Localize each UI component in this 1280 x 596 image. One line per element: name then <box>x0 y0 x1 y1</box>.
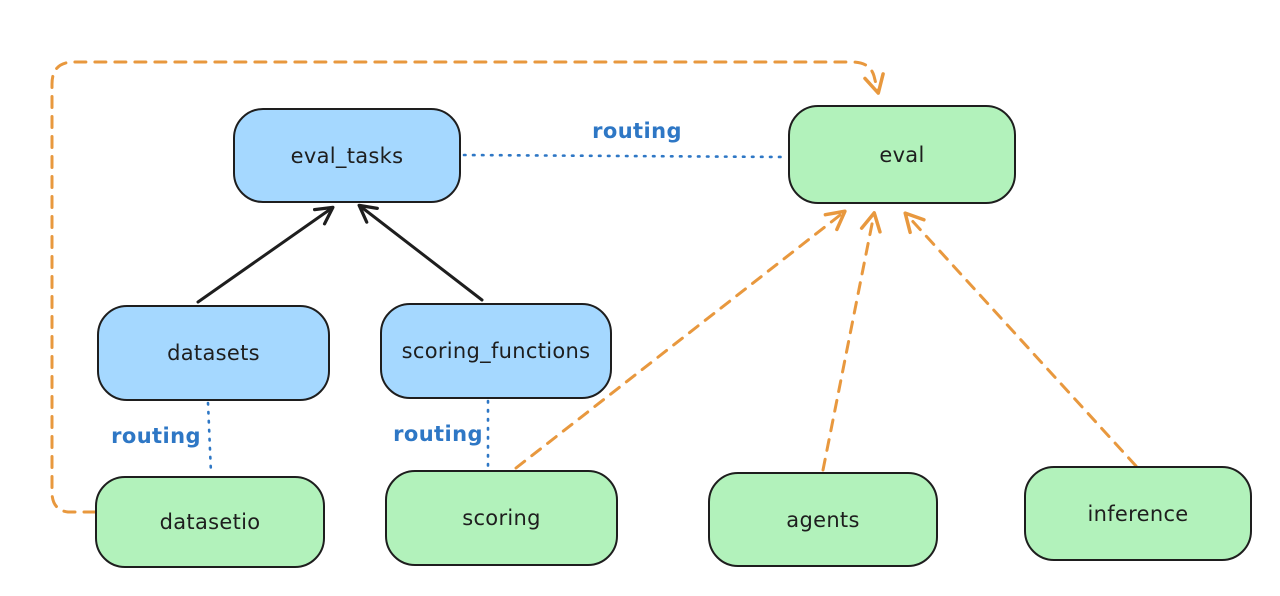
node-scoring-label: scoring <box>462 506 541 530</box>
edge-scoring-to-eval <box>514 209 847 470</box>
routing-label-scoring-functions-scoring: routing <box>393 422 483 446</box>
node-datasetio-label: datasetio <box>159 510 261 534</box>
node-inference: inference <box>1024 466 1252 561</box>
node-scoring-functions: scoring_functions <box>380 303 612 399</box>
edge-routing-datasets-datasetio <box>206 401 213 475</box>
edge-scoring-functions-to-eval-tasks <box>357 203 484 302</box>
edge-agents-to-eval <box>821 211 882 472</box>
routing-label-datasets-datasetio: routing <box>111 424 201 448</box>
node-datasetio: datasetio <box>95 476 325 568</box>
node-eval-tasks-label: eval_tasks <box>290 143 404 168</box>
node-eval-tasks: eval_tasks <box>233 108 461 203</box>
edge-datasetio-to-eval <box>50 60 885 514</box>
edge-routing-eval-tasks-eval <box>462 153 788 159</box>
node-eval-label: eval <box>879 142 925 167</box>
node-inference-label: inference <box>1087 501 1189 526</box>
node-agents: agents <box>708 472 938 567</box>
node-eval: eval <box>788 105 1016 204</box>
node-datasets: datasets <box>97 305 330 401</box>
node-datasets-label: datasets <box>167 341 260 365</box>
node-scoring-functions-label: scoring_functions <box>401 339 591 363</box>
node-scoring: scoring <box>385 470 618 566</box>
edge-datasets-to-eval-tasks <box>196 205 335 304</box>
edge-inference-to-eval <box>903 211 1138 468</box>
node-agents-label: agents <box>786 507 860 532</box>
routing-label-eval-tasks-eval: routing <box>592 119 682 143</box>
